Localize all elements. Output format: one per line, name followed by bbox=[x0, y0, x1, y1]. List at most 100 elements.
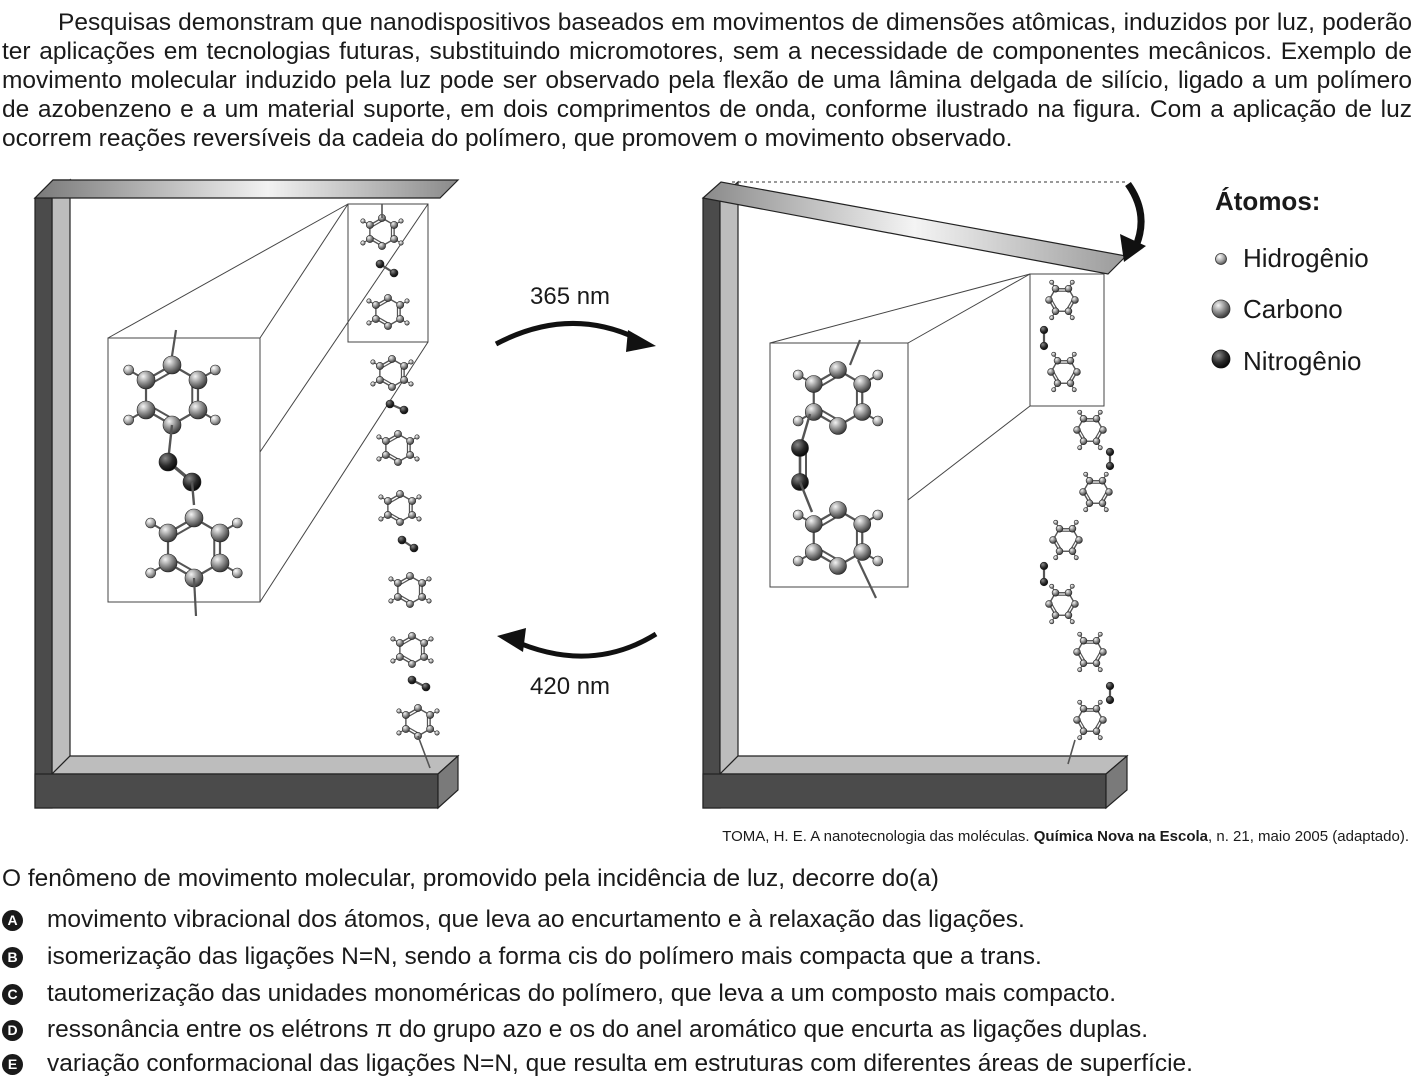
hydrogen-atom bbox=[376, 434, 382, 440]
carbon-atom bbox=[394, 430, 402, 438]
bond bbox=[1079, 651, 1086, 662]
carbon-atom bbox=[184, 508, 204, 528]
carbon-atom bbox=[400, 376, 409, 384]
hydrogen-atom bbox=[1069, 315, 1075, 321]
carbon-atom bbox=[381, 437, 390, 445]
bond bbox=[192, 577, 198, 617]
carbon-atom bbox=[1085, 477, 1094, 485]
legend-carbon-label: Carbono bbox=[1243, 294, 1343, 324]
hydrogen-atom bbox=[366, 298, 372, 304]
carbon-atom bbox=[371, 301, 380, 309]
carbon-atom bbox=[1049, 536, 1057, 544]
carbon-atom bbox=[395, 653, 404, 661]
bond bbox=[402, 638, 413, 646]
carbon-atom bbox=[1064, 589, 1073, 597]
bond bbox=[378, 316, 389, 324]
carbon-atom bbox=[853, 403, 872, 421]
bond bbox=[372, 220, 383, 228]
option-e-badge: E bbox=[2, 1053, 23, 1075]
hydrogen-atom bbox=[370, 381, 376, 387]
carbon-atom bbox=[384, 294, 392, 302]
nitrogen-atom bbox=[158, 452, 178, 472]
hydrogen-atom bbox=[1097, 667, 1103, 673]
bond bbox=[1094, 429, 1101, 440]
hydrogen-atom bbox=[1053, 555, 1059, 561]
legend-title: Átomos: bbox=[1215, 186, 1321, 216]
carbon-atom bbox=[853, 543, 872, 561]
bond bbox=[388, 436, 399, 444]
hydrogen-atom bbox=[1077, 631, 1083, 637]
hydrogen-atom bbox=[792, 369, 804, 381]
hydrogen-atom bbox=[1103, 471, 1109, 477]
nitrogen-atom bbox=[397, 535, 407, 545]
carbon-atom bbox=[1071, 296, 1079, 304]
carbon-atom bbox=[1045, 296, 1053, 304]
carbon-atom bbox=[1099, 426, 1107, 434]
hydrogen-atom bbox=[792, 555, 804, 567]
bond bbox=[388, 452, 399, 460]
hydrogen-atom bbox=[388, 598, 394, 604]
hydrogen-atom bbox=[414, 434, 420, 440]
carbon-atom bbox=[396, 315, 405, 323]
carbon-atom bbox=[408, 511, 417, 519]
carbon-atom bbox=[406, 572, 414, 580]
carbon-atom bbox=[1098, 477, 1107, 485]
carbon-atom bbox=[1064, 285, 1073, 293]
carbon-atom bbox=[1079, 488, 1087, 496]
hydrogen-atom bbox=[376, 456, 382, 462]
carbon-atom bbox=[395, 639, 404, 647]
bond bbox=[190, 481, 196, 506]
option-c-badge: C bbox=[2, 983, 23, 1005]
bond bbox=[382, 361, 393, 369]
nitrogen-atom bbox=[385, 399, 395, 409]
carbon-atom bbox=[406, 451, 415, 459]
hydrogen-atom bbox=[428, 658, 434, 664]
carbon-atom bbox=[401, 725, 410, 733]
bond bbox=[857, 559, 877, 599]
carbon-atom bbox=[188, 370, 208, 390]
bond bbox=[400, 578, 411, 586]
hydrogen-atom bbox=[1073, 555, 1079, 561]
hydrogen-atom bbox=[1077, 699, 1083, 705]
carbon-atom bbox=[420, 653, 429, 661]
bond bbox=[170, 329, 178, 357]
hydrogen-atom bbox=[370, 359, 376, 365]
carbon-atom bbox=[408, 660, 416, 668]
carbon-atom bbox=[210, 553, 230, 573]
bond bbox=[1055, 539, 1062, 550]
legend-nitrogen-dot bbox=[1211, 349, 1231, 369]
bond bbox=[390, 496, 401, 504]
hydrogen-atom bbox=[416, 516, 422, 522]
hydrogen-atom bbox=[1097, 735, 1103, 741]
hydrogen-atom bbox=[872, 509, 884, 521]
carbon-atom bbox=[1073, 368, 1081, 376]
nitrogen-atom bbox=[1039, 325, 1049, 335]
carbon-atom bbox=[1068, 547, 1077, 555]
trans-polymer-chain bbox=[360, 204, 440, 769]
carbon-atom bbox=[804, 515, 823, 533]
carbon-atom bbox=[162, 355, 182, 375]
citation: TOMA, H. E. A nanotecnologia das molécul… bbox=[722, 828, 1409, 845]
bond bbox=[1051, 299, 1058, 310]
carbon-atom bbox=[1064, 307, 1073, 315]
hydrogen-atom bbox=[1073, 519, 1079, 525]
hydrogen-atom bbox=[388, 576, 394, 582]
nitrogen-atom bbox=[1105, 695, 1115, 705]
nitrogen-atom bbox=[389, 268, 399, 278]
carbon-atom bbox=[1053, 379, 1062, 387]
carbon-atom bbox=[396, 490, 404, 498]
hydrogen-atom bbox=[1077, 735, 1083, 741]
hydrogen-atom bbox=[1077, 667, 1083, 673]
carbon-atom bbox=[401, 711, 410, 719]
carbon-atom bbox=[396, 518, 404, 526]
option-b-text: isomerização das ligações N=N, sendo a f… bbox=[47, 943, 1042, 970]
hydrogen-atom bbox=[360, 218, 366, 224]
carbon-atom bbox=[136, 370, 156, 390]
carbon-atom bbox=[400, 362, 409, 370]
hydrogen-atom bbox=[1069, 583, 1075, 589]
